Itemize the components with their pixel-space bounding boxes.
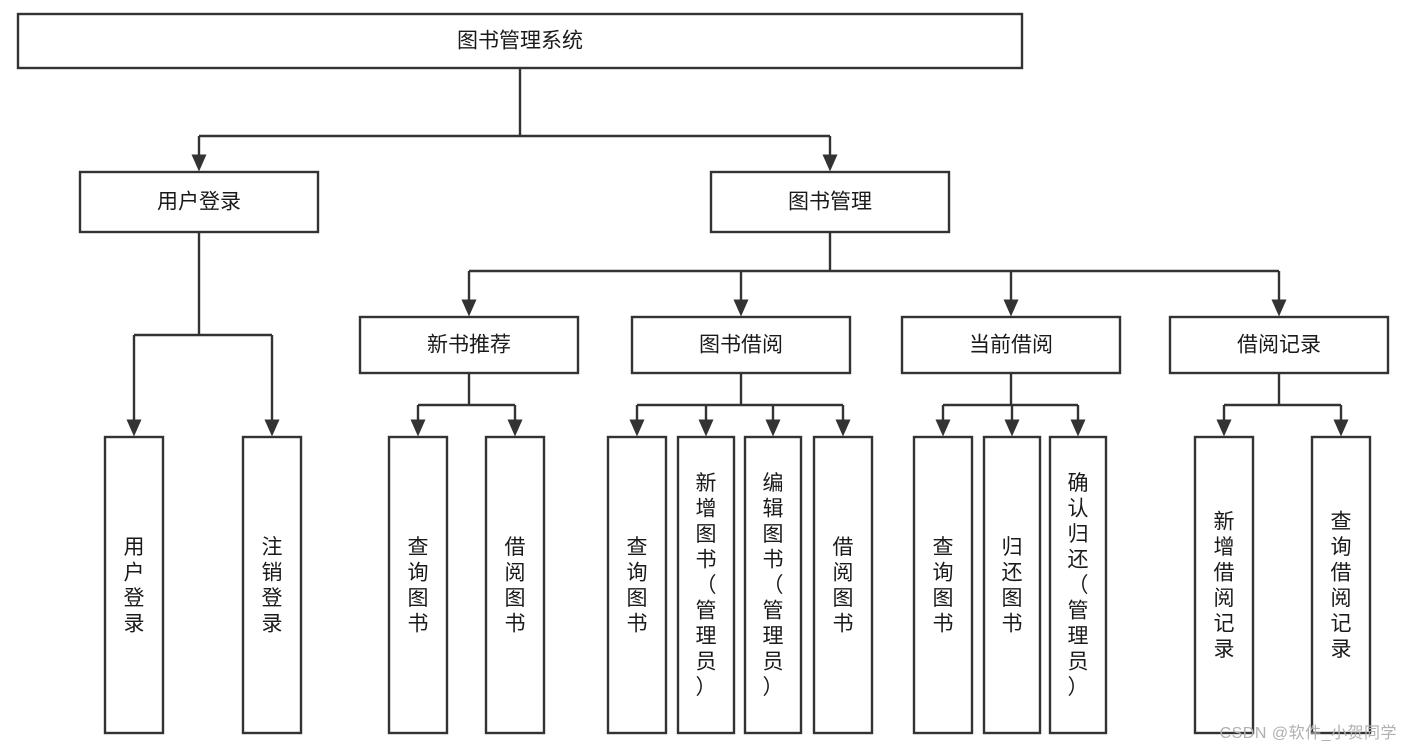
node-book-borrow-box[interactable] [630, 315, 852, 375]
node-leaf-return-book[interactable]: 归还图书 [982, 435, 1042, 735]
node-leaf-borrow-book-2-box[interactable] [812, 435, 874, 735]
node-root-system-label: 图书管理系统 [457, 30, 583, 53]
arrow-head [765, 419, 781, 437]
node-current-borrow-box[interactable] [900, 315, 1122, 375]
arrow-head [191, 154, 207, 172]
arrow-head [629, 419, 645, 437]
node-leaf-user-login-box[interactable] [103, 435, 165, 735]
node-leaf-return-book-label: 归还图书 [1002, 536, 1023, 636]
node-current-borrow[interactable]: 当前借阅 [900, 315, 1122, 375]
node-leaf-borrow-book-1[interactable]: 借阅图书 [484, 435, 546, 735]
arrow-head [1003, 299, 1019, 317]
node-new-book-recommend-box[interactable] [358, 315, 580, 375]
node-leaf-query-book-1-box[interactable] [387, 435, 449, 735]
node-leaf-logout-login[interactable]: 注销登录 [241, 435, 303, 735]
arrow-head [461, 299, 477, 317]
node-book-manage-label: 图书管理 [788, 191, 872, 214]
node-leaf-borrow-book-1-label: 借阅图书 [505, 536, 526, 636]
arrow-head [264, 419, 280, 437]
node-leaf-edit-book-label: 编辑图书（管理员） [763, 472, 784, 699]
node-leaf-logout-login-label: 注销登录 [262, 536, 283, 636]
node-borrow-record-label: 借阅记录 [1237, 334, 1321, 357]
node-user-login-box[interactable] [78, 170, 320, 234]
node-leaf-edit-book[interactable]: 编辑图书（管理员） [743, 435, 803, 735]
node-leaf-confirm-return[interactable]: 确认归还（管理员） [1048, 435, 1108, 735]
arrow-head [1004, 419, 1020, 437]
node-leaf-add-record-box[interactable] [1193, 435, 1255, 735]
node-borrow-record-box[interactable] [1168, 315, 1390, 375]
node-leaf-query-record[interactable]: 查询借阅记录 [1310, 435, 1372, 735]
watermark-text: CSDN @软件_小贺同学 [1219, 725, 1397, 742]
node-user-login-label: 用户登录 [157, 191, 241, 214]
node-leaf-logout-login-box[interactable] [241, 435, 303, 735]
node-leaf-query-book-1[interactable]: 查询图书 [387, 435, 449, 735]
node-leaf-add-book-box[interactable] [676, 435, 736, 735]
arrow-head [1333, 419, 1349, 437]
node-user-login[interactable]: 用户登录 [78, 170, 320, 234]
node-root-system[interactable]: 图书管理系统 [16, 12, 1024, 70]
node-book-manage[interactable]: 图书管理 [709, 170, 951, 234]
node-leaf-user-login-label: 用户登录 [124, 536, 145, 636]
arrow-head [1070, 419, 1086, 437]
arrow-head [1216, 419, 1232, 437]
node-leaf-query-book-2-box[interactable] [606, 435, 668, 735]
arrow-head [698, 419, 714, 437]
node-leaf-query-book-1-label: 查询图书 [408, 536, 429, 636]
node-new-book-recommend-label: 新书推荐 [427, 334, 511, 357]
node-current-borrow-label: 当前借阅 [969, 334, 1053, 357]
node-leaf-borrow-book-2[interactable]: 借阅图书 [812, 435, 874, 735]
node-leaf-add-book[interactable]: 新增图书（管理员） [676, 435, 736, 735]
edges-layer [126, 68, 1349, 437]
arrow-head [822, 154, 838, 172]
node-book-borrow[interactable]: 图书借阅 [630, 315, 852, 375]
node-leaf-query-record-box[interactable] [1310, 435, 1372, 735]
arrow-head [410, 419, 426, 437]
node-leaf-confirm-return-box[interactable] [1048, 435, 1108, 735]
node-book-borrow-label: 图书借阅 [699, 334, 783, 357]
arrow-head [733, 299, 749, 317]
node-leaf-add-book-label: 新增图书（管理员） [696, 472, 717, 699]
node-leaf-query-book-3-box[interactable] [912, 435, 974, 735]
node-leaf-query-record-label: 查询借阅记录 [1331, 510, 1352, 661]
nodes-layer: 图书管理系统用户登录图书管理新书推荐图书借阅当前借阅借阅记录用户登录注销登录查询… [16, 12, 1390, 735]
node-new-book-recommend[interactable]: 新书推荐 [358, 315, 580, 375]
node-leaf-add-record[interactable]: 新增借阅记录 [1193, 435, 1255, 735]
node-leaf-query-book-2-label: 查询图书 [627, 536, 648, 636]
node-leaf-user-login[interactable]: 用户登录 [103, 435, 165, 735]
node-leaf-query-book-3-label: 查询图书 [933, 536, 954, 636]
node-leaf-borrow-book-1-box[interactable] [484, 435, 546, 735]
arrow-head [507, 419, 523, 437]
node-leaf-query-book-3[interactable]: 查询图书 [912, 435, 974, 735]
node-leaf-add-record-label: 新增借阅记录 [1214, 510, 1235, 661]
node-leaf-edit-book-box[interactable] [743, 435, 803, 735]
node-book-manage-box[interactable] [709, 170, 951, 234]
node-leaf-query-book-2[interactable]: 查询图书 [606, 435, 668, 735]
node-leaf-borrow-book-2-label: 借阅图书 [833, 536, 854, 636]
arrow-head [1271, 299, 1287, 317]
node-borrow-record[interactable]: 借阅记录 [1168, 315, 1390, 375]
node-leaf-confirm-return-label: 确认归还（管理员） [1068, 472, 1089, 699]
arrow-head [126, 419, 142, 437]
node-root-system-box[interactable] [16, 12, 1024, 70]
arrow-head [935, 419, 951, 437]
node-leaf-return-book-box[interactable] [982, 435, 1042, 735]
arrow-head [835, 419, 851, 437]
